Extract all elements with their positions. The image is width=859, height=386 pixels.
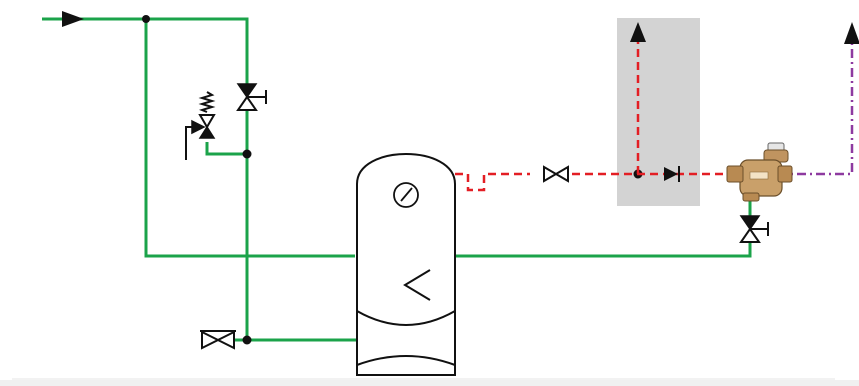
drain-valve-icon <box>200 330 236 350</box>
gate-valve-icon <box>543 165 569 183</box>
circulation-line <box>778 44 854 176</box>
safety-group-branch <box>205 142 247 156</box>
junction-dot <box>142 15 150 23</box>
junction-dot <box>242 149 252 159</box>
heat-trap-icon <box>455 172 530 192</box>
arrow-up-icon <box>630 22 646 42</box>
check-valve-icon <box>739 215 769 243</box>
cold-water-network <box>42 17 752 342</box>
check-valve-icon <box>236 83 267 111</box>
heat-exchanger-icon <box>403 269 431 301</box>
cold-inlet-pipe <box>42 17 249 88</box>
cold-left-bypass <box>144 19 355 258</box>
mixer-cold-feed <box>455 240 752 258</box>
pressure-gauge-icon <box>393 182 419 208</box>
outlet-zone <box>617 18 700 206</box>
hot-water-network <box>455 40 728 192</box>
non-return-valve-icon <box>664 166 680 182</box>
thermostatic-mixing-valve-icon <box>726 142 793 202</box>
footer-band <box>0 380 859 386</box>
arrow-right-icon <box>62 11 84 27</box>
water-heater-tank-icon <box>356 153 456 376</box>
junction-dot <box>242 335 252 345</box>
arrow-up-icon <box>844 22 859 44</box>
safety-relief-valve-icon <box>185 91 216 160</box>
